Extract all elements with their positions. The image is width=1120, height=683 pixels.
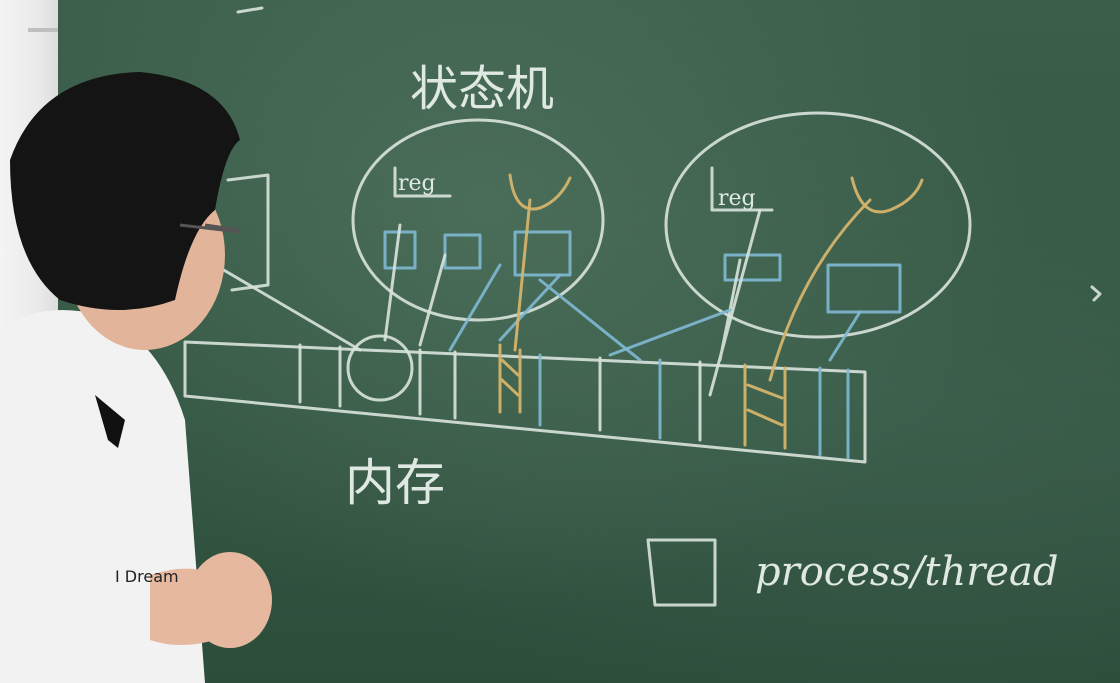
side-sketch: [226, 173, 270, 292]
memory-pc-cell-right: [743, 363, 787, 450]
state-circle-right: [664, 111, 972, 339]
state-circle-left: [351, 118, 605, 322]
memory-cells: [298, 343, 702, 442]
legend-box: [646, 538, 717, 607]
shirt-print: I Dream: [115, 567, 179, 586]
memory-highlight-circle: [346, 334, 414, 402]
presenter-hair: [10, 72, 240, 310]
reg-box-left: [393, 166, 452, 198]
reg-label-right: reg: [718, 186, 756, 211]
memory-strip: [183, 340, 867, 464]
links-left-white: [208, 223, 447, 352]
lapel-microphone: [95, 395, 125, 448]
wall-trim: [28, 28, 58, 32]
right-edge-mark: [1090, 285, 1102, 302]
vars-right: [723, 253, 902, 314]
link-pc-left: [513, 198, 532, 352]
memory-pc-cell-left: [498, 343, 522, 414]
memory-cells-blue: [538, 353, 850, 460]
board-title: 状态机: [410, 61, 554, 117]
links-right-blue: [608, 308, 862, 362]
reg-label-left: reg: [398, 171, 436, 196]
memory-label: 内存: [345, 454, 445, 512]
legend-text: process/thread: [755, 549, 1059, 595]
link-pc-right: [768, 198, 872, 382]
links-left-blue: [448, 263, 642, 362]
presenter-forearm: [150, 568, 225, 645]
top-tick: [236, 6, 264, 14]
glasses: [179, 223, 241, 234]
presenter: I Dream: [0, 72, 272, 683]
reg-box-right: [710, 166, 774, 212]
pc-mark-right: [850, 176, 924, 214]
vars-left: [383, 230, 572, 277]
pc-mark-left: [508, 173, 572, 211]
